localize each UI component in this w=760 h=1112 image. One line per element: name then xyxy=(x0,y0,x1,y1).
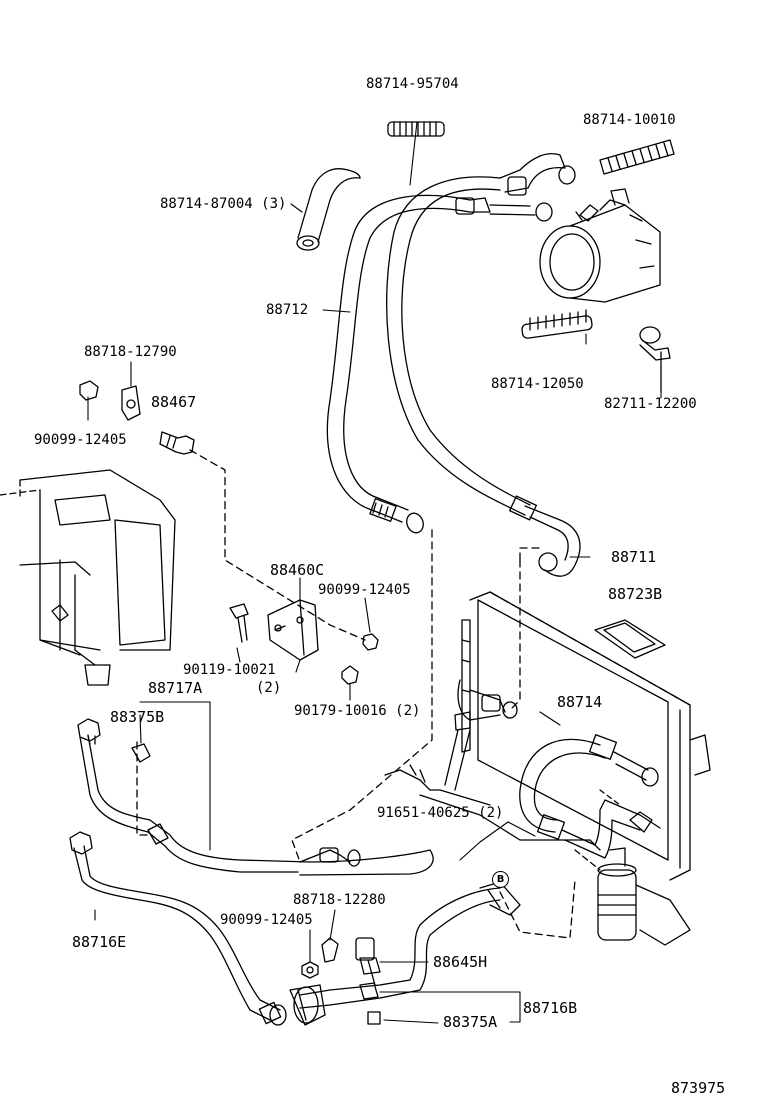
label-88712: 88712 xyxy=(266,302,309,318)
label-90119-qty: (2) xyxy=(256,680,282,696)
label-88714-95704: 88714-95704 xyxy=(366,76,459,92)
label-91651-40625: 91651-40625 (2) xyxy=(377,805,504,821)
fitting-88717a xyxy=(147,823,169,845)
label-88375a: 88375A xyxy=(443,1013,498,1031)
label-88711: 88711 xyxy=(611,548,657,566)
hose-88716b xyxy=(289,881,521,1026)
label-88460c: 88460C xyxy=(270,561,325,579)
label-90099-12405-c: 90099-12405 xyxy=(220,912,313,928)
bracket-12790 xyxy=(121,385,141,421)
label-88723b: 88723B xyxy=(608,585,663,603)
hose-12050 xyxy=(521,309,593,339)
label-88714-87004: 88714-87004 (3) xyxy=(160,196,287,212)
condenser xyxy=(461,591,711,881)
hose-10010 xyxy=(599,139,675,175)
label-88645h: 88645H xyxy=(433,953,488,971)
label-90099-12405-a: 90099-12405 xyxy=(34,432,127,448)
bracket-88460c xyxy=(267,599,319,661)
curved-hose-87004 xyxy=(296,168,361,251)
hose-95704 xyxy=(387,121,445,137)
condenser-fittings xyxy=(384,679,601,851)
label-88467: 88467 xyxy=(151,393,197,411)
label-88375b: 88375B xyxy=(110,708,165,726)
hose-88714 xyxy=(519,734,661,859)
nut-90099-a xyxy=(79,380,99,401)
label-82711-12200: 82711-12200 xyxy=(604,396,697,412)
bolt-90119 xyxy=(229,603,249,643)
seal-88723b xyxy=(594,619,666,659)
label-88714-12050: 88714-12050 xyxy=(491,376,584,392)
label-88718-12280: 88718-12280 xyxy=(293,892,386,908)
hose-88712 xyxy=(326,194,553,534)
diagram-reference-code: 873975 xyxy=(671,1079,726,1097)
label-88714: 88714 xyxy=(557,693,603,711)
nut-90099-c xyxy=(301,961,319,979)
receiver-dryer xyxy=(574,847,691,946)
leader-lines xyxy=(87,121,662,1024)
sensor-88467 xyxy=(159,431,195,455)
label-88718-12790: 88718-12790 xyxy=(84,344,177,360)
hose-88717a xyxy=(77,718,434,876)
label-88716e: 88716E xyxy=(72,933,127,951)
label-88714-10010: 88714-10010 xyxy=(583,112,676,128)
label-90119-10021: 90119-10021 xyxy=(183,662,276,678)
label-88717a: 88717A xyxy=(148,679,203,697)
evaporator-housing xyxy=(0,469,176,686)
dashed-guides xyxy=(136,449,576,939)
clamp-82711 xyxy=(639,326,671,393)
marker-b: B xyxy=(492,871,509,888)
label-90179-10016: 90179-10016 (2) xyxy=(294,703,421,719)
hose-88716e xyxy=(69,831,287,1026)
clip-88375b xyxy=(131,743,151,763)
nut-90099-b xyxy=(362,633,379,651)
bracket-12280 xyxy=(321,937,339,963)
compressor xyxy=(539,188,661,303)
hose-88711 xyxy=(386,153,581,577)
label-88716b: 88716B xyxy=(523,999,578,1017)
label-90099-12405-b: 90099-12405 xyxy=(318,582,411,598)
clip-90179 xyxy=(341,665,359,685)
